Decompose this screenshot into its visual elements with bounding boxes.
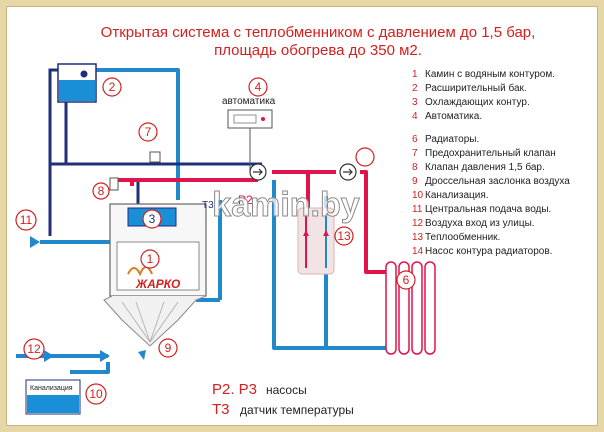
legend-text: Расширительный бак. [425, 82, 527, 94]
pipe-return-radiators [272, 180, 386, 350]
note-pumps-text: насосы [266, 383, 307, 397]
callout-4: 4 [255, 80, 262, 94]
callout-9: 9 [165, 341, 172, 355]
title-line-2: площадь обогрева до 350 м2. [214, 42, 422, 59]
legend-text: Камин с водяным контуром. [425, 69, 555, 80]
callout-2: 2 [109, 80, 116, 94]
legend-num: 3 [412, 97, 418, 108]
red-pipes [110, 170, 386, 274]
legend-text: Теплообменник. [425, 231, 500, 243]
legend-num: 1 [412, 69, 418, 80]
legend: 1 Камин с водяным контуром. 2 Расширительн… [412, 69, 570, 257]
pipe-expansion-left [48, 68, 58, 236]
note-sensor-key: T3 [212, 401, 230, 418]
expansion-tank [57, 63, 97, 103]
callout-10: 10 [89, 387, 103, 401]
legend-text: Канализация. [425, 190, 489, 201]
arrow-right-icon [44, 350, 54, 362]
flow-arrows [30, 236, 146, 362]
legend-num: 10 [412, 190, 424, 201]
watermark: kamin.by [212, 186, 359, 224]
brand-logo: ЖАРКО [135, 277, 181, 291]
pipe-expansion-return [94, 68, 180, 200]
legend-num: 8 [412, 162, 418, 173]
arrow-right-icon [30, 236, 40, 248]
drain-water [27, 395, 79, 413]
title-line-1: Открытая система с теплобменником с давл… [101, 24, 536, 41]
callout-3: 3 [149, 212, 156, 226]
legend-text: Центральная подача воды. [425, 204, 551, 215]
legend-num: 2 [412, 83, 418, 94]
automatics-label: автоматика [222, 96, 276, 107]
legend-num: 12 [412, 218, 424, 229]
legend-text: Насос контура радиаторов. [425, 246, 552, 257]
callout-11: 11 [20, 213, 33, 227]
callout-6: 6 [403, 273, 410, 287]
legend-num: 7 [412, 148, 418, 159]
legend-text: Предохранительный клапан [425, 148, 556, 159]
drain-label: Канализация [30, 385, 73, 392]
legend-text: Клапан давления 1,5 бар. [425, 161, 545, 173]
radiators [385, 261, 436, 355]
arrow-right-icon [100, 350, 110, 362]
legend-text: Автоматика. [425, 111, 482, 122]
legend-num: 4 [412, 111, 418, 122]
pipe-return-fireplace [196, 200, 222, 302]
pressure-valve [109, 177, 119, 191]
legend-text: Охлаждающих контур. [425, 97, 530, 108]
safety-valve [149, 151, 161, 163]
callout-1: 1 [147, 252, 154, 266]
legend-text: Воздуха вход из улицы. [425, 218, 535, 229]
pipe-drain-blue [70, 362, 110, 374]
heat-exchanger [297, 207, 335, 275]
pump-p2-label: P2 [238, 193, 253, 207]
legend-text: Радиаторы. [425, 134, 479, 145]
callout-numbers: 2 7 1 4 3 8 11 12 9 10 13 6 [20, 80, 410, 401]
callouts [15, 77, 416, 405]
pump-arrow-icon [253, 168, 263, 176]
arrow-diag-icon [138, 350, 146, 360]
note-pumps-key: P2. P3 [212, 381, 257, 398]
pipe-supply-radiators [360, 170, 386, 274]
legend-num: 13 [412, 232, 424, 243]
sensor-t3-label: T3 [202, 200, 214, 211]
callout-12: 12 [27, 342, 41, 356]
pump-arrow-icon [343, 168, 353, 176]
legend-text: Дроссельная заслонка воздуха [425, 176, 570, 187]
callout-13: 13 [337, 229, 351, 243]
legend-num: 6 [412, 134, 418, 145]
callout-7: 7 [145, 125, 152, 139]
note-sensor-text: датчик температуры [240, 403, 354, 417]
legend-num: 11 [412, 204, 423, 215]
legend-num: 9 [412, 176, 418, 187]
callout-8: 8 [98, 184, 105, 198]
legend-num: 14 [412, 246, 424, 257]
automatics-box [227, 109, 273, 129]
